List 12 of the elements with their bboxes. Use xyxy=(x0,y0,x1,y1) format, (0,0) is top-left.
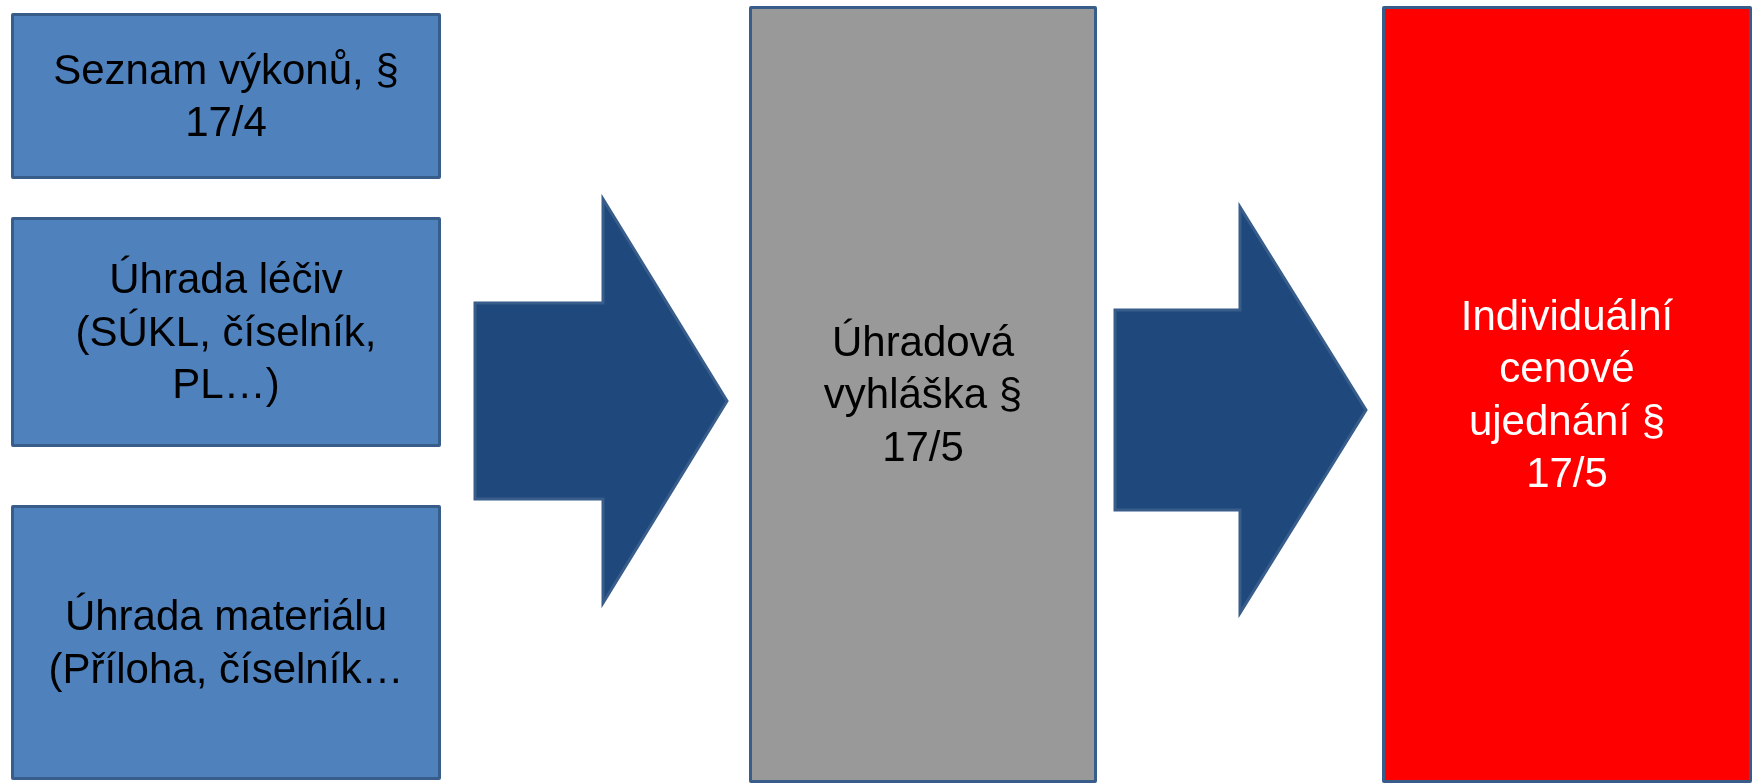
agreement-box xyxy=(1382,6,1752,783)
box-label: Úhrada materiálu (Příloha, číselník… xyxy=(47,591,405,694)
list-box xyxy=(11,13,441,179)
box-label: Úhrada léčiv (SÚKL, číselník, PL…) xyxy=(74,254,378,410)
list-box xyxy=(11,217,441,447)
list-box xyxy=(11,505,441,780)
regulation-box xyxy=(749,6,1097,783)
box-label: Individuální cenové ujednání § 17/5 xyxy=(1459,290,1675,498)
block-arrow xyxy=(1113,201,1368,619)
block-arrow xyxy=(473,193,729,609)
box-label: Seznam výkonů, § 17/4 xyxy=(52,44,400,147)
box-label: Úhradová vyhláška § 17/5 xyxy=(822,316,1024,472)
